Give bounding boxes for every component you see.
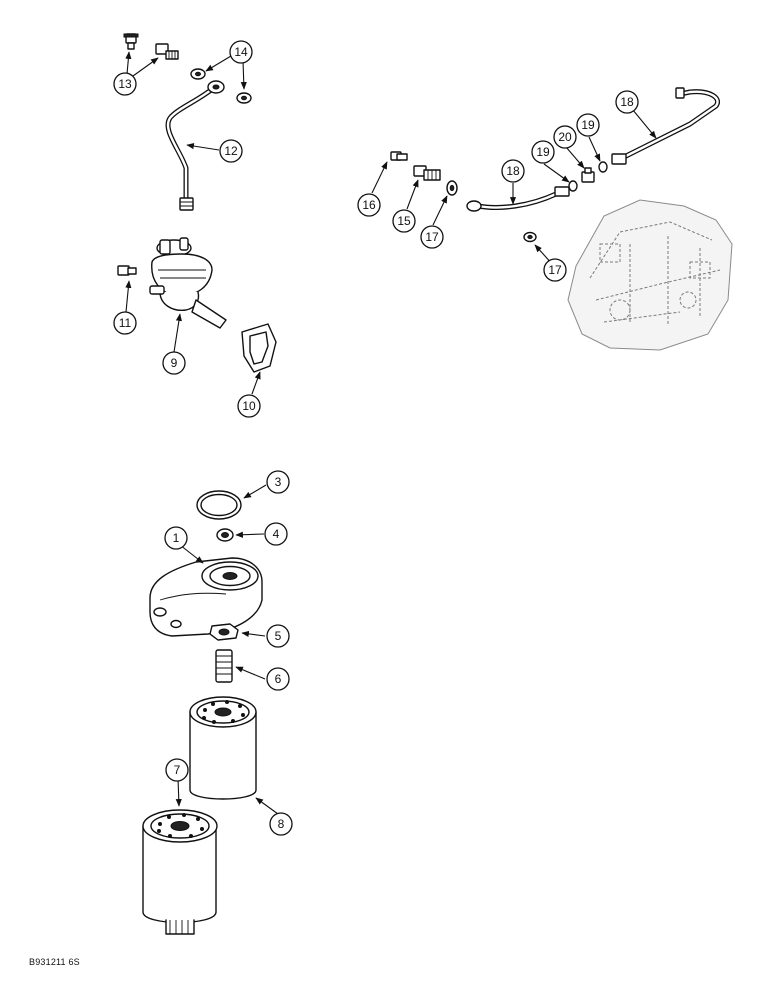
callout-14: 14 — [229, 40, 253, 64]
svg-text:14: 14 — [234, 45, 248, 59]
banjo-bolt-15 — [413, 165, 441, 181]
callout-18b: 18 — [615, 90, 639, 114]
adapter-6 — [215, 649, 233, 683]
bolt-13a — [123, 33, 139, 50]
svg-text:15: 15 — [397, 214, 411, 228]
fuel-pump-9 — [149, 237, 227, 329]
bolt-11 — [117, 265, 137, 276]
svg-text:6: 6 — [275, 672, 282, 686]
callout-11: 11 — [113, 311, 137, 335]
callout-18a: 18 — [501, 159, 525, 183]
figure-code: B931211 6S — [29, 957, 80, 967]
fuel-line-12 — [165, 80, 225, 211]
svg-text:17: 17 — [548, 263, 562, 277]
callout-19a: 19 — [531, 140, 555, 164]
callout-3: 3 — [266, 470, 290, 494]
callout-19b: 19 — [576, 113, 600, 137]
callout-10: 10 — [237, 394, 261, 418]
banjo-bolt-13b — [155, 43, 179, 60]
callout-17a: 17 — [420, 225, 444, 249]
fitting-19b — [598, 161, 608, 173]
injection-pump-ghost — [567, 199, 733, 351]
svg-text:19: 19 — [581, 118, 595, 132]
callout-12: 12 — [219, 139, 243, 163]
o-ring-3 — [196, 490, 242, 520]
svg-text:8: 8 — [278, 817, 285, 831]
callout-17b: 17 — [543, 258, 567, 282]
svg-text:10: 10 — [242, 399, 256, 413]
svg-text:9: 9 — [171, 356, 178, 370]
svg-text:7: 7 — [174, 763, 181, 777]
fitting-20 — [581, 167, 595, 183]
svg-text:16: 16 — [362, 198, 376, 212]
filter-8 — [189, 696, 257, 800]
callout-7: 7 — [165, 758, 189, 782]
callout-1: 1 — [164, 526, 188, 550]
callout-5: 5 — [266, 624, 290, 648]
callout-6: 6 — [266, 667, 290, 691]
washer-17b — [523, 231, 537, 243]
callout-13: 13 — [113, 72, 137, 96]
callout-4: 4 — [264, 522, 288, 546]
callout-15: 15 — [392, 209, 416, 233]
washer-17a — [446, 180, 458, 196]
callout-8: 8 — [269, 812, 293, 836]
bolt-16 — [390, 151, 408, 161]
filter-7 — [142, 809, 218, 935]
callout-16: 16 — [357, 193, 381, 217]
svg-text:12: 12 — [224, 144, 238, 158]
svg-text:4: 4 — [273, 527, 280, 541]
callout-20: 20 — [553, 125, 577, 149]
svg-text:18: 18 — [506, 164, 520, 178]
fuel-line-18a — [466, 186, 570, 212]
gasket-10 — [241, 323, 277, 373]
svg-text:11: 11 — [119, 316, 132, 330]
callout-9: 9 — [162, 351, 186, 375]
svg-text:13: 13 — [118, 77, 132, 91]
svg-text:20: 20 — [558, 130, 572, 144]
nut-5 — [209, 623, 239, 641]
svg-text:18: 18 — [620, 95, 634, 109]
svg-text:17: 17 — [425, 230, 439, 244]
svg-text:5: 5 — [275, 629, 282, 643]
svg-text:19: 19 — [536, 145, 550, 159]
svg-text:1: 1 — [173, 531, 180, 545]
filter-head-1 — [149, 557, 263, 637]
washer-14b — [236, 92, 252, 104]
seal-4 — [216, 528, 234, 542]
fitting-19a — [568, 180, 578, 192]
washer-14a — [190, 68, 206, 80]
fuel-line-18b — [611, 87, 720, 165]
svg-text:3: 3 — [275, 475, 282, 489]
